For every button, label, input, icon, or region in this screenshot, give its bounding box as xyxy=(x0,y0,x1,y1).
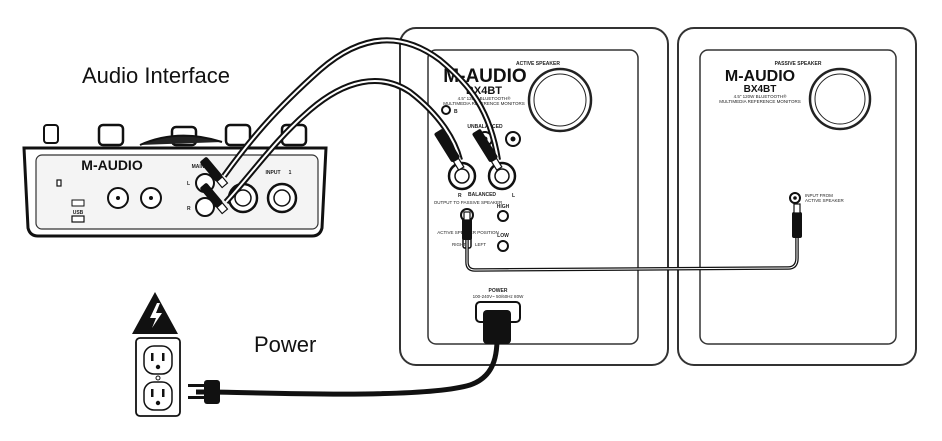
trs-jack-icon xyxy=(200,157,229,189)
power-connector xyxy=(483,310,511,344)
input-number: 1 xyxy=(289,170,292,176)
passive-speaker-subtitle-1: 4.5" 120W BLUETOOTH® xyxy=(734,93,788,99)
wall-outlet-icon xyxy=(135,337,181,417)
passive-speaker-subtitle-2: MULTIMEDIA REFERENCE MONITORS xyxy=(719,99,801,104)
power-plug-icon xyxy=(188,380,220,404)
high-label: HIGH xyxy=(497,204,510,210)
audio-interface-label: Audio Interface xyxy=(82,63,230,88)
unbalanced-label: UNBALANCED xyxy=(467,124,503,130)
trs-jack-icon xyxy=(472,129,503,171)
input-from-active-label-2: ACTIVE SPEAKER xyxy=(805,198,845,203)
trs-jack-icon xyxy=(434,129,465,171)
main-label: MAIN xyxy=(192,164,205,170)
speaker-link-cable xyxy=(462,203,802,272)
passive-speaker: PASSIVE SPEAKER M-AUDIO BX4BT 4.5" 120W … xyxy=(677,27,917,366)
audio-interface: Audio Interface M-AUDIO USB MAIN L R INP… xyxy=(22,63,328,238)
passive-speaker-model: BX4BT xyxy=(744,84,777,95)
active-speaker-title: ACTIVE SPEAKER xyxy=(516,61,560,67)
power-label: POWER xyxy=(489,288,508,294)
input-from-active-label-1: INPUT FROM xyxy=(805,193,833,198)
active-speaker-subtitle-1: 4.5" 120W BLUETOOTH® xyxy=(458,95,512,101)
main-r-label: R xyxy=(187,206,191,212)
output-to-passive-label: OUTPUT TO PASSIVE SPEAKER xyxy=(434,200,503,205)
main-output-r[interactable] xyxy=(195,197,215,217)
passive-speaker-title: PASSIVE SPEAKER xyxy=(775,61,822,67)
bluetooth-button[interactable] xyxy=(441,105,451,115)
trs-jack-icon xyxy=(200,183,229,215)
warning-icon xyxy=(132,292,178,334)
trs-jack-icon xyxy=(792,212,802,238)
svg-text:B: B xyxy=(454,109,458,115)
low-knob[interactable] xyxy=(497,240,509,252)
power-section: Power xyxy=(132,292,511,417)
input-label: INPUT xyxy=(266,170,281,176)
usb-label: USB xyxy=(73,210,84,216)
signal-cables xyxy=(200,37,503,215)
interface-brand: M-AUDIO xyxy=(81,157,143,173)
trs-jack-icon xyxy=(462,218,472,240)
active-speaker-subtitle-2: MULTIMEDIA REFERENCE MONITORS xyxy=(443,101,525,106)
balanced-l-label: L xyxy=(512,193,515,199)
position-right-label: RIGHT xyxy=(452,242,466,247)
power-rating: 100-240V~ 50/60Hz 80W xyxy=(473,294,524,299)
balanced-r-label: R xyxy=(458,193,462,199)
high-knob[interactable] xyxy=(497,210,509,222)
position-left-label: LEFT xyxy=(475,242,486,247)
active-speaker: ACTIVE SPEAKER M-AUDIO BX4BT 4.5" 120W B… xyxy=(399,27,669,366)
power-label-main: Power xyxy=(254,332,316,357)
balanced-label: BALANCED xyxy=(468,192,496,198)
passive-speaker-brand: M-AUDIO xyxy=(725,68,795,85)
low-label: LOW xyxy=(497,233,509,239)
usb-port[interactable] xyxy=(71,215,85,223)
main-l-label: L xyxy=(187,181,190,187)
